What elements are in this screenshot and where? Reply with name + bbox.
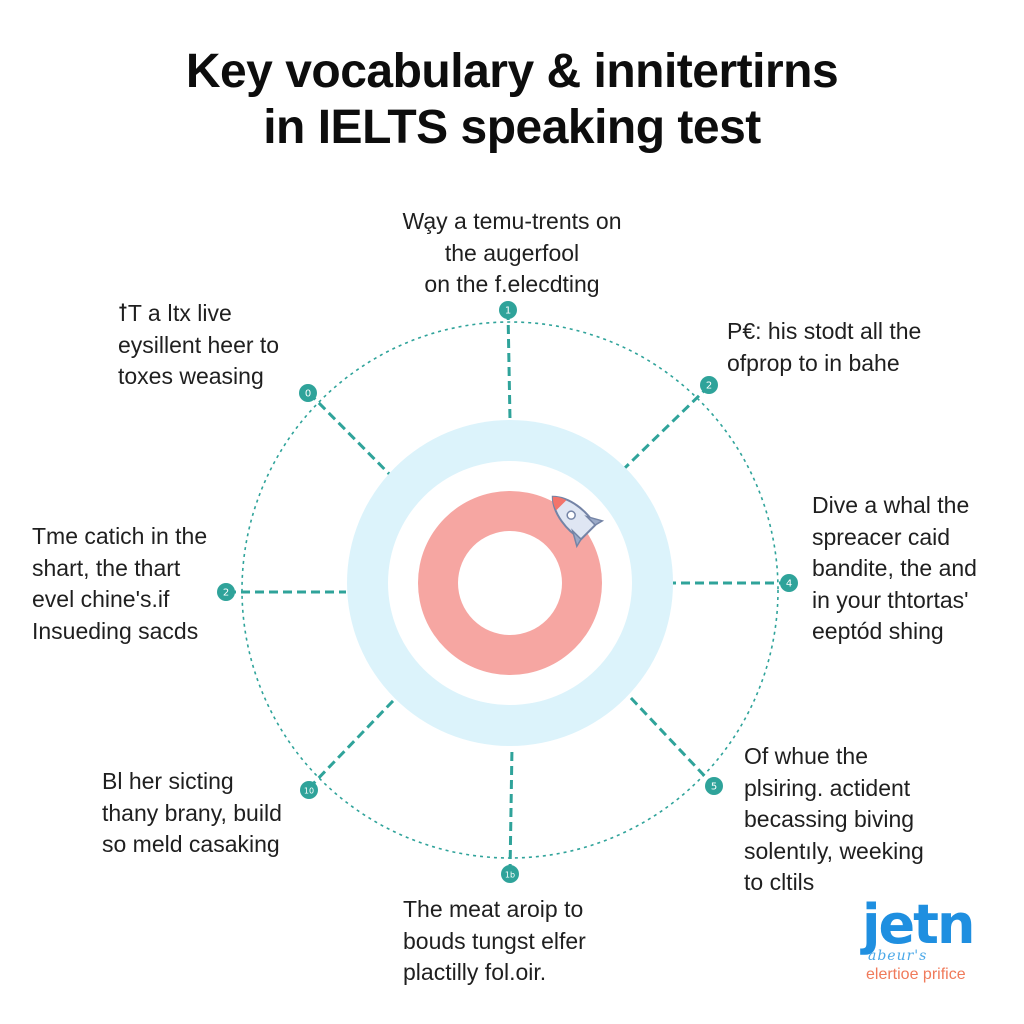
rocket-icon [551,495,605,549]
node-badge [300,781,318,799]
node-badge-number: 2 [706,381,712,392]
node-badge [501,865,519,883]
node-line: becassing biving [744,806,915,832]
node-badge [299,384,317,402]
node-badge-number: 4 [786,579,792,590]
node-badge [780,574,798,592]
page-title: Key vocabulary & innitertirns in IELTS s… [0,44,1024,156]
node-line: Tme catich in the [32,523,208,549]
node-label-right: Dive a whal the spreacer caid bandite, t… [812,490,977,648]
node-badge-number: 1b [505,871,515,880]
center-hole [458,531,562,635]
node-line: eysillent heer to [118,331,280,358]
brand-logo: jetn abeur's elertioe prifice [862,898,1002,984]
node-badge [499,301,517,319]
node-badge [705,777,723,795]
node-line: ꝉT a ǀtx live [118,300,232,326]
node-line: to cltils [744,869,815,895]
node-badge-number: 1 [505,306,511,317]
node-line: Of whue the [744,743,869,769]
node-line: shart, the thart [32,554,181,581]
node-label-top-right: P€: his stodt all the ofprop to in bahe [727,316,921,379]
title-line-1: Key vocabulary & innitertirns [185,45,839,98]
node-badge-number: 0 [305,389,311,400]
node-line: Wa̧y a temu-trents on [402,208,622,234]
node-badge-number: 2 [223,588,229,599]
node-line: so meld casaking [102,831,280,857]
node-line: the augerfool [444,239,580,266]
node-line: Bl her sicting [102,768,234,794]
node-label-bottom-right: Of whue the plsiring. actident becassing… [744,741,924,899]
node-line: bouds tungst elfer [403,927,586,954]
node-badge-number: 5 [711,782,717,793]
node-badge [217,583,235,601]
spoke-bottom [508,746,514,874]
node-label-top-left: ꝉT a ǀtx live eysillent heer to toxes we… [118,298,279,393]
node-badge [700,376,718,394]
node-line: ofprop to in bahe [727,349,900,376]
node-line: thany brany, build [102,799,282,826]
node-label-left: Tme catich in the shart, the thart evel … [32,521,207,647]
node-line: P€: his stodt all the [727,318,922,344]
node-label-bottom-left: Bl her sicting thany brany, build so mel… [102,766,282,861]
node-label-bottom: The meat aroip to bouds tungst elfer pla… [403,894,586,989]
node-line: on the f.elecdting [424,271,600,297]
spoke-top [506,310,512,421]
node-line: toxes weasing [118,363,264,389]
node-line: eeptód shing [812,618,944,644]
node-line: The meat aroip to [403,896,584,922]
logo-wordmark: jetn [862,893,975,956]
node-badges: 1 2 4 5 1b 10 2 0 [217,301,798,883]
node-line: bandite, the and [812,555,977,581]
node-line: plactilly fol.oir. [403,959,547,985]
node-line: in your thtortas' [812,586,969,613]
node-line: Insueding sacds [32,617,199,644]
node-line: solentıly, weeking [744,837,924,864]
node-label-top: Wa̧y a temu-trents on the augerfool on t… [362,206,662,301]
node-line: Dive a whal the [812,492,970,518]
node-line: plsiring. actident [744,774,911,801]
node-line: evel chine's.if [32,586,170,612]
node-line: spreacer caid [812,523,951,550]
node-badge-number: 10 [304,787,314,796]
title-line-2: in IELTS speaking test [263,101,761,154]
spoke-bottom-right [628,695,716,788]
logo-subtitle: elertioe prifice [866,966,966,983]
logo-tagline: abeur's [868,948,928,964]
